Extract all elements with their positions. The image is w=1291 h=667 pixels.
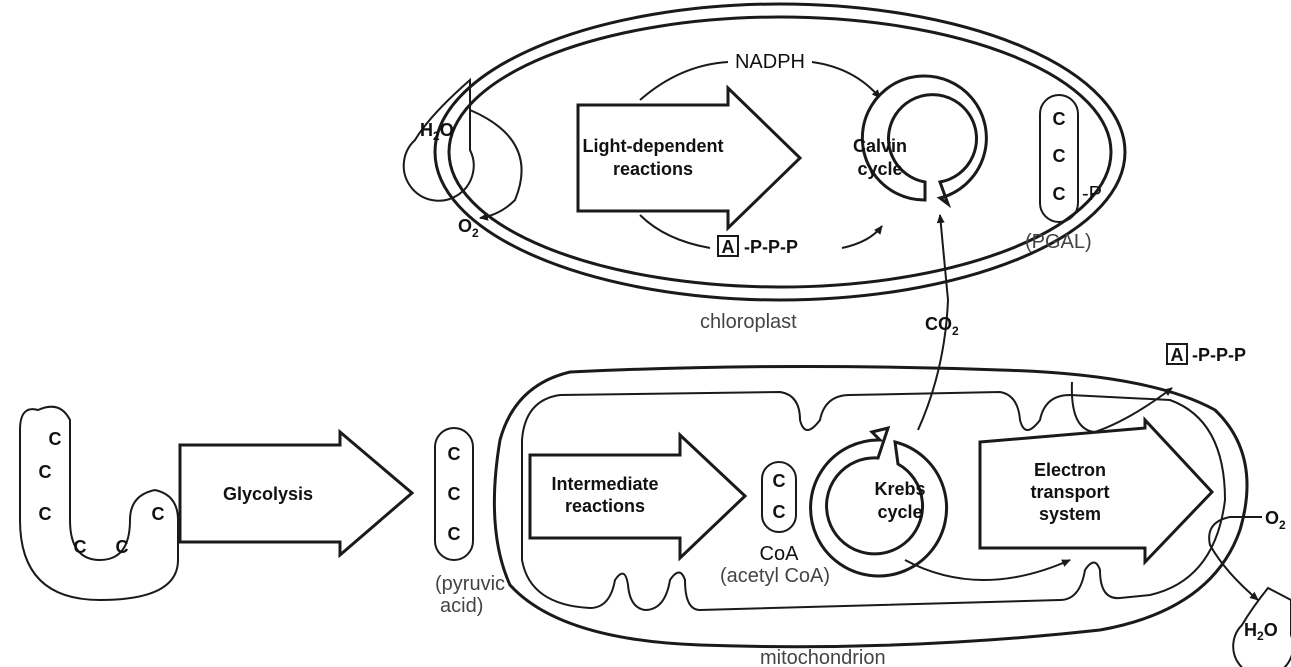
o2-mito: O2 [1265,508,1286,532]
glucose-shape [19,405,179,602]
glucose-atom-3: C [39,504,52,524]
light-dependent-label-line1: Light-dependent [583,136,724,156]
calvin-cycle-ring [860,74,988,209]
glycolysis-label: Glycolysis [223,484,313,504]
pyruvic-atom-2: C [448,484,461,504]
atp-arc [639,214,882,249]
pyruvic-label-line1: (pyruvic [435,573,505,595]
nadph-arrow [639,61,880,100]
atp-ppp-mito: -P-P-P [1192,345,1246,365]
o2-in-line [1208,516,1262,601]
chloroplast-label: chloroplast [700,311,797,333]
glycolysis-arrow [178,428,415,559]
light-dependent-label-line2: reactions [613,159,693,179]
glucose-atom-5: C [116,537,129,557]
water-h-chloroplast: H2O [420,120,454,143]
mitochondrion-inner-membrane [521,390,1227,612]
glucose-atom-6: C [152,504,165,524]
acetyl-atom-2: C [773,502,786,522]
light-dependent-arrow [576,84,803,232]
mitochondrion-label: mitochondrion [760,647,886,667]
coa-label: CoA [760,543,800,565]
acetyl-coa-label: (acetyl CoA) [720,565,830,587]
pyruvic-atom-3: C [448,524,461,544]
co2-label: CO2 [925,314,959,338]
intermediate-label-line1: Intermediate [551,474,658,494]
nadph-label: NADPH [735,51,805,73]
krebs-label-line1: Krebs [874,479,925,499]
intermediate-arrow [528,431,748,562]
water-to-o2-arrow [469,109,523,221]
chloroplast: chloroplast Light-dependent reactions NA… [402,2,1127,333]
glucose-atom-1: C [49,429,62,449]
atp-ppp-chloroplast: -P-P-P [744,237,798,257]
ets-label-line3: system [1039,504,1101,524]
water-mito: H2O [1244,620,1278,643]
ets-label-line2: transport [1030,482,1109,502]
calvin-label-line2: cycle [857,159,902,179]
intermediate-label-line2: reactions [565,496,645,516]
atp-out-arrow [1070,381,1173,434]
krebs-cycle-ring [809,425,949,578]
pgal-phosphate: -P [1082,183,1102,205]
water-drop-chloroplast [402,77,475,202]
water-drop-mito [1232,586,1291,667]
ets-arrow [978,416,1215,566]
acetyl-capsule [761,461,797,533]
co2-arrow [917,214,950,431]
chloroplast-outer-membrane [433,2,1127,302]
krebs-to-ets-arrow [904,559,1071,581]
krebs-label-line2: cycle [877,502,922,522]
ets-label-line1: Electron [1034,460,1106,480]
pgal-atom-1: C [1053,109,1066,129]
pyruvic-atom-1: C [448,444,461,464]
mitochondrion-outer-membrane [492,364,1249,649]
pgal-atom-2: C [1053,146,1066,166]
pgal-capsule [1039,94,1079,223]
pyruvic-capsule [434,427,474,561]
atp-a-chloroplast: A [722,237,735,257]
acetyl-atom-1: C [773,471,786,491]
chloroplast-inner-membrane [447,15,1113,289]
pgal-atom-3: C [1053,184,1066,204]
atp-a-box-mito [1166,343,1188,365]
calvin-label-line1: Calvin [853,136,907,156]
pgal-label: (PGAL) [1025,231,1092,253]
o2-chloroplast: O2 [458,216,479,240]
glucose-atom-4: C [74,537,87,557]
atp-a-box-chloroplast [717,235,739,257]
glucose-atom-2: C [39,462,52,482]
atp-a-mito: A [1171,345,1184,365]
mitochondrion: mitochondrion Intermediate reactions C C… [492,343,1291,667]
pyruvic-label-line2: acid) [440,595,483,617]
